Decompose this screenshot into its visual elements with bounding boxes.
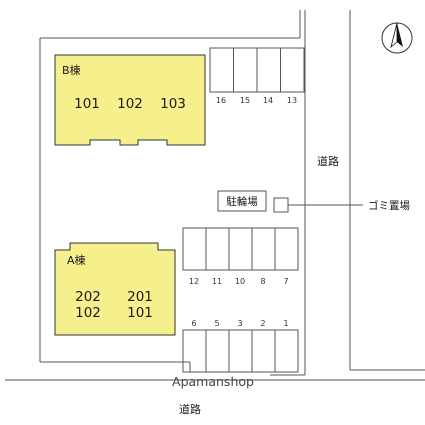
road-label-bottom: 道路 bbox=[179, 402, 201, 416]
unit-label: 102 bbox=[75, 305, 101, 321]
unit-label: 103 bbox=[160, 96, 186, 112]
parking-slot-number: 11 bbox=[212, 277, 222, 286]
parking-slot-number: 14 bbox=[263, 96, 273, 105]
unit-label: 101 bbox=[127, 305, 153, 321]
parking-slot-number: 7 bbox=[283, 277, 288, 286]
parking-row-bottom: 6 5 3 2 1 bbox=[182, 319, 299, 373]
parking-slot-number: 3 bbox=[237, 319, 242, 328]
road-edges bbox=[5, 10, 425, 381]
parking-row-middle: 12 11 10 8 7 bbox=[182, 227, 299, 286]
watermark: Apamanshop bbox=[172, 374, 254, 389]
bicycle-parking: 駐輪場 bbox=[217, 190, 267, 212]
parking-slot-number: 16 bbox=[216, 96, 226, 105]
unit-label: 201 bbox=[127, 289, 153, 305]
parking-slot-number: 8 bbox=[260, 277, 265, 286]
parking-slot-number: 12 bbox=[189, 277, 199, 286]
building-a-label: A棟 bbox=[67, 253, 86, 267]
parking-slot-number: 1 bbox=[283, 319, 288, 328]
building-b-label: B棟 bbox=[62, 63, 81, 77]
building-a: A棟 202 201 102 101 bbox=[54, 242, 176, 336]
north-arrow-icon bbox=[381, 22, 413, 54]
unit-label: 101 bbox=[74, 96, 100, 112]
parking-row-top: 16 15 14 13 bbox=[209, 47, 305, 105]
bicycle-parking-label: 駐輪場 bbox=[226, 195, 258, 208]
parking-slot-number: 6 bbox=[191, 319, 196, 328]
garbage-area: ゴミ置場 bbox=[273, 197, 410, 213]
unit-label: 102 bbox=[117, 96, 143, 112]
road-label-right: 道路 bbox=[317, 154, 339, 168]
site-boundary bbox=[39, 10, 301, 372]
parking-slot-number: 15 bbox=[240, 96, 250, 105]
garbage-area-label: ゴミ置場 bbox=[368, 199, 410, 212]
parking-slot-number: 13 bbox=[287, 96, 297, 105]
building-b: B棟 101 102 103 bbox=[54, 54, 206, 146]
parking-slot-number: 2 bbox=[260, 319, 265, 328]
parking-slot-number: 10 bbox=[235, 277, 245, 286]
parking-slot-number: 5 bbox=[214, 319, 219, 328]
unit-label: 202 bbox=[75, 289, 101, 305]
